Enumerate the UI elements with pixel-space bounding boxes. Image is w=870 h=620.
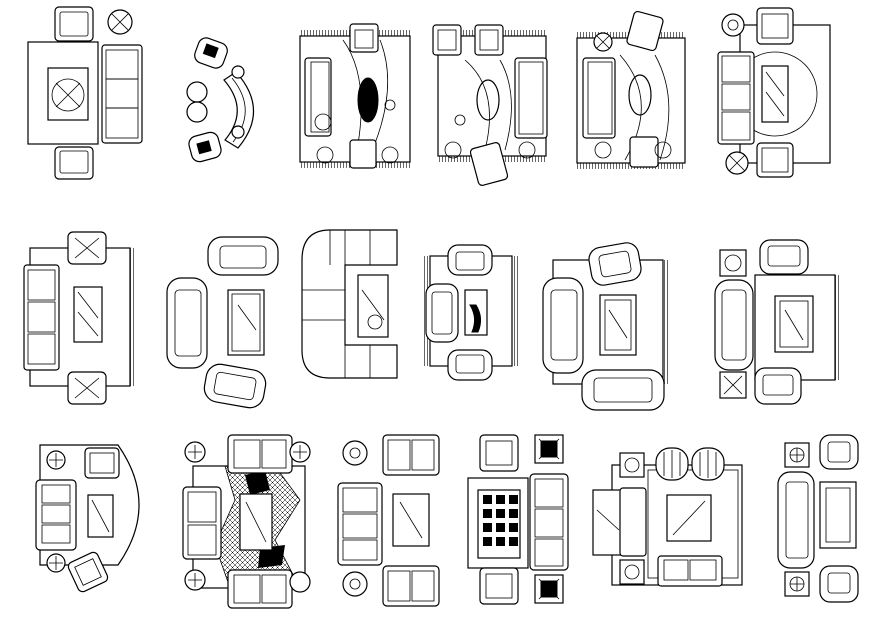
rug-icon bbox=[27, 41, 99, 145]
armchair-icon bbox=[447, 244, 493, 276]
armchair-icon bbox=[54, 6, 94, 42]
armchair-icon bbox=[447, 349, 493, 381]
side-table-icon bbox=[619, 559, 645, 585]
armchair-icon bbox=[349, 23, 379, 53]
sofa-icon bbox=[714, 279, 754, 371]
plant-icon bbox=[342, 571, 368, 597]
layout-11 bbox=[542, 242, 669, 411]
armchair-icon bbox=[203, 363, 267, 409]
armchair-icon bbox=[67, 551, 109, 593]
plant-icon bbox=[342, 440, 368, 466]
layout-8 bbox=[166, 236, 279, 409]
sectional-sofa-icon bbox=[301, 229, 398, 379]
coffee-table-icon bbox=[73, 286, 103, 343]
sofa-icon bbox=[582, 57, 616, 139]
armchair-icon bbox=[756, 7, 794, 45]
armchair-icon bbox=[479, 567, 519, 605]
side-table-icon bbox=[719, 249, 747, 277]
layout-7 bbox=[23, 231, 136, 405]
layout-12 bbox=[714, 239, 841, 405]
sofa-icon bbox=[23, 264, 60, 371]
armchair-icon bbox=[588, 242, 642, 286]
layout-17 bbox=[592, 447, 743, 587]
armchair-icon bbox=[432, 24, 462, 56]
coffee-table-icon bbox=[599, 294, 637, 356]
curved-sofa-icon bbox=[223, 71, 255, 149]
armchair-icon bbox=[626, 10, 664, 52]
armchair-icon bbox=[756, 142, 794, 178]
layout-4 bbox=[432, 24, 548, 186]
armchair-icon bbox=[819, 434, 859, 470]
sofa-icon bbox=[35, 479, 77, 551]
layout-10 bbox=[424, 244, 518, 381]
coffee-table-icon bbox=[47, 67, 89, 121]
coffee-table-icon bbox=[628, 74, 652, 116]
sofa-icon bbox=[542, 277, 584, 374]
armchair-icon bbox=[629, 136, 659, 168]
armchair-icon bbox=[819, 565, 859, 603]
coffee-table-icon bbox=[476, 79, 500, 121]
layout-6 bbox=[717, 7, 831, 178]
layout-14 bbox=[182, 434, 311, 609]
coffee-table-icon bbox=[357, 77, 379, 123]
layout-9 bbox=[301, 229, 398, 379]
sofa-icon bbox=[382, 565, 440, 607]
layout-13 bbox=[35, 444, 140, 593]
layout-16 bbox=[467, 434, 569, 605]
coffee-table-icon bbox=[819, 481, 857, 549]
rug-icon bbox=[39, 444, 140, 566]
layout-19 bbox=[819, 434, 859, 603]
layout-3 bbox=[299, 23, 411, 169]
armchair-icon bbox=[759, 239, 809, 275]
armchair-icon bbox=[188, 131, 222, 163]
armchair-icon bbox=[84, 447, 120, 479]
sofa-icon bbox=[777, 471, 815, 569]
coffee-table-icon bbox=[761, 65, 789, 123]
sofa-icon bbox=[304, 57, 332, 137]
armchair-icon bbox=[754, 367, 802, 405]
armchair-icon bbox=[54, 146, 94, 180]
layout-15 bbox=[337, 434, 440, 607]
sofa-icon bbox=[581, 369, 665, 411]
armchair-icon bbox=[349, 139, 377, 169]
sofa-icon bbox=[425, 283, 459, 343]
layout-18 bbox=[777, 442, 815, 597]
side-table-icon bbox=[619, 452, 645, 478]
sofa-icon bbox=[382, 434, 440, 476]
armchair-icon bbox=[194, 37, 228, 69]
sofa-icon bbox=[101, 44, 143, 144]
coffee-table-icon bbox=[227, 289, 265, 356]
layout-1 bbox=[27, 6, 143, 180]
sofa-icon bbox=[207, 236, 279, 276]
coffee-table-icon bbox=[357, 274, 389, 338]
armchair-icon bbox=[474, 24, 504, 56]
coffee-table-icon bbox=[774, 295, 814, 353]
armchair-icon bbox=[469, 142, 509, 186]
layout-5 bbox=[576, 10, 686, 169]
sofa-icon bbox=[529, 473, 569, 571]
sofa-icon bbox=[717, 51, 755, 145]
sofa-icon bbox=[182, 486, 222, 560]
sofa-icon bbox=[337, 482, 383, 566]
plant-icon bbox=[289, 571, 311, 593]
sofa-icon bbox=[592, 489, 624, 556]
lamp-icon bbox=[721, 13, 745, 37]
sofa-icon bbox=[514, 57, 548, 139]
sofa-icon bbox=[166, 277, 208, 369]
layout-2 bbox=[186, 37, 255, 163]
lamp-icon bbox=[186, 81, 208, 103]
armchair-icon bbox=[479, 434, 519, 472]
lamp-icon bbox=[186, 101, 208, 123]
